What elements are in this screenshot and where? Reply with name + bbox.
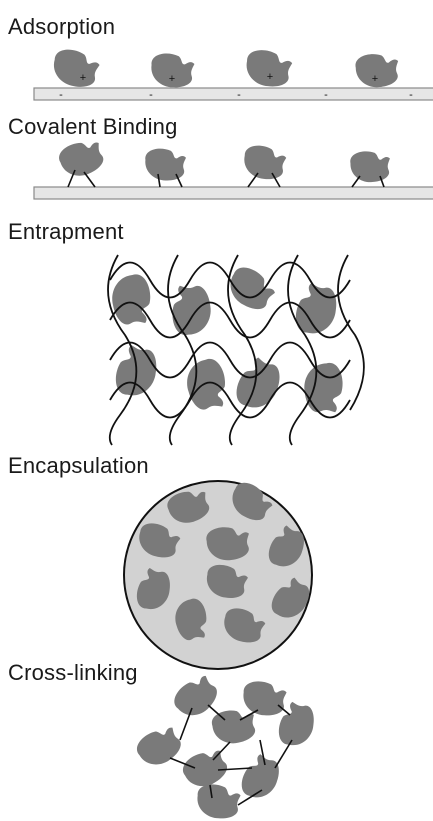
covalent-bonds bbox=[68, 170, 384, 187]
positive-charge: + bbox=[372, 73, 378, 85]
covalent-group bbox=[34, 135, 433, 199]
entrapment-group bbox=[108, 255, 364, 445]
positive-charge: + bbox=[80, 72, 86, 84]
negative-charge: - bbox=[324, 89, 328, 101]
enzyme-blob-icon bbox=[182, 356, 232, 414]
enzyme-blob-icon bbox=[50, 47, 101, 91]
enzyme-blob-icon bbox=[232, 354, 285, 414]
enzyme-blob-icon bbox=[238, 751, 284, 803]
crosslinking-group bbox=[132, 670, 316, 820]
positive-charge: + bbox=[169, 73, 175, 85]
encapsulation-group bbox=[124, 478, 315, 669]
adsorption-group: + + + + - - - - - bbox=[34, 47, 433, 101]
enzyme-blob-icon bbox=[170, 283, 213, 336]
enzyme-blob-icon bbox=[145, 148, 187, 181]
negative-charge: - bbox=[237, 89, 241, 101]
enzyme-blob-icon bbox=[302, 362, 345, 415]
positive-charge: + bbox=[267, 71, 273, 83]
enzyme-blob-icon bbox=[56, 135, 108, 182]
enzyme-blob-icon bbox=[242, 680, 288, 717]
adsorption-support bbox=[34, 88, 433, 100]
negative-charge: - bbox=[59, 89, 63, 101]
enzyme-blob-icon bbox=[132, 721, 186, 773]
enzyme-blob-icon bbox=[350, 150, 391, 182]
enzyme-blob-icon bbox=[242, 144, 288, 182]
negative-charge: - bbox=[409, 89, 413, 101]
enzyme-blob-icon bbox=[196, 783, 242, 820]
enzyme-blob-icon bbox=[169, 670, 223, 724]
adsorption-enzymes bbox=[50, 47, 400, 91]
covalent-support bbox=[34, 187, 433, 199]
negative-charge: - bbox=[149, 89, 153, 101]
